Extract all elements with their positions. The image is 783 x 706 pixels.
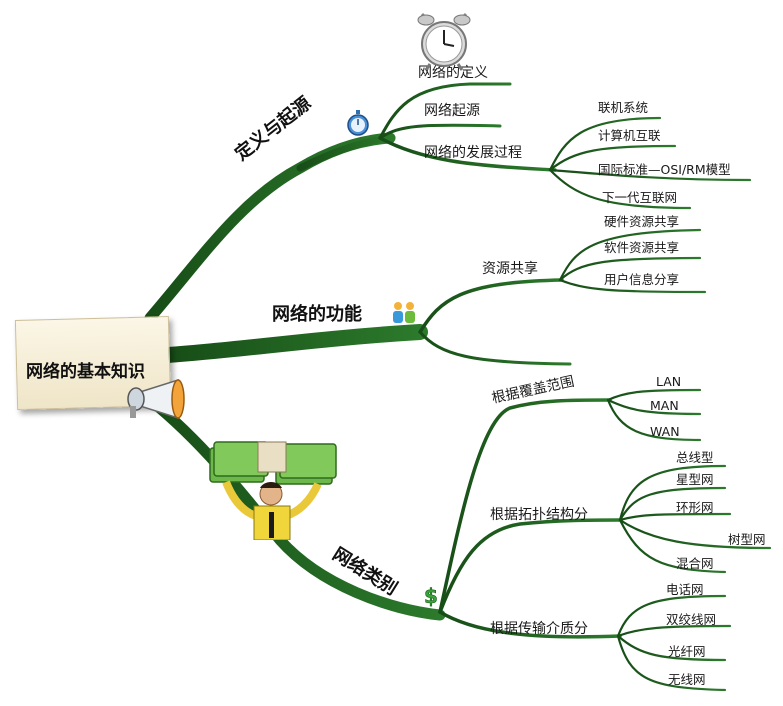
branch-m2 <box>616 624 732 638</box>
node-medium[interactable]: 根据传输介质分 <box>490 621 588 637</box>
node-topology-4[interactable]: 树型网 <box>728 532 766 547</box>
branch-h2 <box>548 144 677 172</box>
branch-history <box>378 136 557 172</box>
node-resource-sharing[interactable]: 资源共享 <box>482 261 538 277</box>
stopwatch-icon <box>347 110 369 136</box>
node-coverage-lan[interactable]: LAN <box>656 374 682 389</box>
node-history-2[interactable]: 计算机互联 <box>598 128 661 143</box>
branch-t4 <box>618 518 772 550</box>
node-coverage-man[interactable]: MAN <box>650 398 679 413</box>
branch-main-category <box>144 394 446 621</box>
branch-m1 <box>616 594 727 638</box>
branch-t5 <box>618 518 727 574</box>
branch-c1 <box>606 388 702 402</box>
node-network-origin[interactable]: 网络起源 <box>424 103 480 119</box>
branch-m3 <box>616 634 727 662</box>
svg-text:$: $ <box>424 584 438 608</box>
node-topology-1[interactable]: 总线型 <box>676 450 714 465</box>
branch-c2 <box>606 398 702 416</box>
branch-def <box>378 82 512 140</box>
people-icon <box>393 302 415 323</box>
branch-main-definition <box>144 132 396 324</box>
dollar-icon: $ <box>424 584 439 608</box>
branch-coverage <box>438 398 612 614</box>
branch-t1 <box>618 464 727 522</box>
node-medium-4[interactable]: 无线网 <box>668 672 706 687</box>
money-stack-icon <box>209 441 337 540</box>
node-medium-2[interactable]: 双绞线网 <box>666 612 717 627</box>
branch-s2 <box>558 256 702 282</box>
node-sharing-2[interactable]: 软件资源共享 <box>604 240 680 255</box>
branch-m4 <box>616 634 727 692</box>
node-topology[interactable]: 根据拓扑结构分 <box>490 507 588 523</box>
branch-origin <box>378 123 502 140</box>
node-topology-2[interactable]: 星型网 <box>676 472 714 487</box>
branch-medium <box>438 610 622 639</box>
branch-s3 <box>558 278 707 294</box>
branch-distributed <box>418 330 572 366</box>
branch-topology <box>438 518 622 614</box>
branch-t3 <box>618 512 732 522</box>
branch-t2 <box>618 486 727 522</box>
node-history-3[interactable]: 国际标准—OSI/RM模型 <box>598 162 731 177</box>
node-medium-3[interactable]: 光纤网 <box>668 644 706 659</box>
node-medium-1[interactable]: 电话网 <box>666 582 704 597</box>
branch-c3 <box>606 398 702 442</box>
node-network-history[interactable]: 网络的发展过程 <box>424 145 522 161</box>
node-network-definition[interactable]: 网络的定义 <box>418 65 488 81</box>
node-sharing-1[interactable]: 硬件资源共享 <box>604 214 680 229</box>
branch-h4 <box>548 168 692 210</box>
alarm-clock-icon <box>417 12 471 71</box>
branch-sharing <box>418 278 564 334</box>
megaphone-icon <box>127 378 185 420</box>
node-topology-3[interactable]: 环形网 <box>676 500 714 515</box>
node-history-4[interactable]: 下一代互联网 <box>602 190 678 205</box>
node-coverage-wan[interactable]: WAN <box>650 424 680 439</box>
node-history-1[interactable]: 联机系统 <box>598 100 649 115</box>
branch-main-function <box>160 324 428 363</box>
topic-function[interactable]: 网络的功能 <box>272 304 362 325</box>
branch-h3 <box>548 168 752 182</box>
root-title[interactable]: 网络的基本知识 <box>26 362 145 382</box>
node-sharing-3[interactable]: 用户信息分享 <box>604 272 680 287</box>
branch-s1 <box>558 228 702 282</box>
node-topology-5[interactable]: 混合网 <box>676 556 714 571</box>
branch-h1 <box>548 116 662 172</box>
